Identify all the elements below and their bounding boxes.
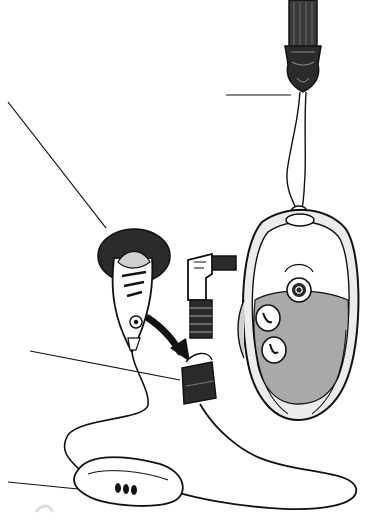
main-cable xyxy=(176,404,356,509)
lanyard-cord xyxy=(287,92,307,218)
earphone-cable xyxy=(65,352,149,470)
inline-remote-control xyxy=(74,457,183,506)
earphone xyxy=(98,229,170,352)
player-side-ridge xyxy=(238,300,244,358)
connection-arrow xyxy=(148,318,190,362)
player-side-button-upper xyxy=(256,305,280,331)
callout-line-cable-clip xyxy=(30,351,180,380)
cable-clip xyxy=(182,353,216,404)
faint-mark xyxy=(36,506,52,512)
lanyard-clip xyxy=(285,46,321,92)
player-side-button-lower xyxy=(262,337,286,363)
lanyard-strap xyxy=(289,0,317,48)
audio-plug xyxy=(188,254,236,338)
callout-line-earphone xyxy=(8,102,106,228)
